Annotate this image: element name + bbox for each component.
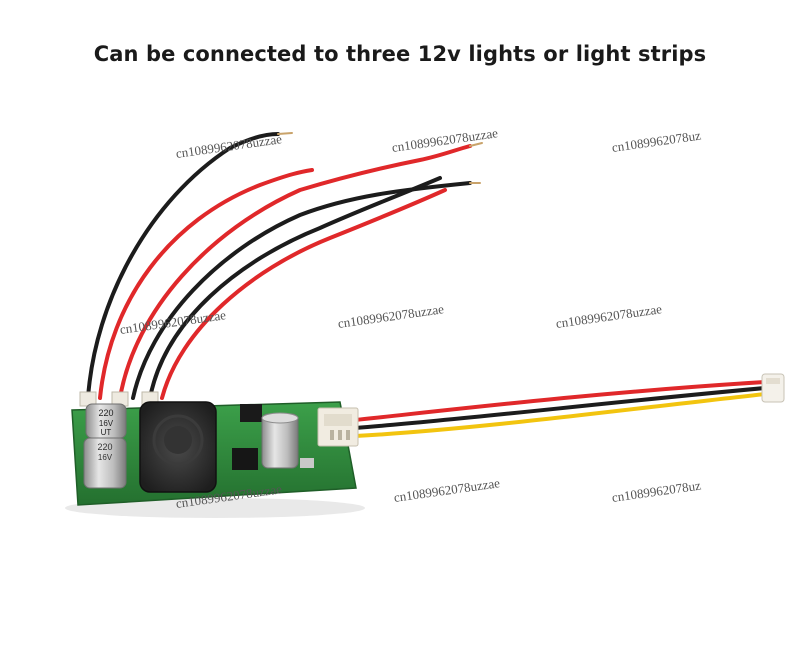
capacitor-voltage-text: 16V <box>99 419 114 428</box>
caption-text: Can be connected to three 12v lights or … <box>93 42 707 66</box>
input-cable <box>353 380 767 438</box>
inductor <box>139 401 217 493</box>
wire-red-3 <box>160 188 447 400</box>
capacitor-right <box>261 412 299 469</box>
wire-yellow-in <box>353 392 767 438</box>
wire-red-1 <box>98 168 314 400</box>
wire-black-1 <box>86 132 280 400</box>
svg-text:16V: 16V <box>98 453 113 462</box>
module-shadow <box>65 498 365 518</box>
capacitor-series-text: UT <box>101 428 112 437</box>
ic-chip <box>232 404 314 470</box>
wire-red-in <box>353 380 767 422</box>
capacitor-top: 220 16V UT <box>85 403 127 439</box>
capacitor-value-text: 220 <box>98 408 113 418</box>
wire-black-3 <box>148 176 442 400</box>
jst-connector <box>761 373 785 403</box>
board-header <box>317 407 359 447</box>
svg-text:220: 220 <box>97 442 112 452</box>
capacitor-bottom: 220 16V <box>83 437 127 489</box>
output-wires <box>86 132 483 400</box>
wire-red-2 <box>118 144 472 400</box>
wire-black-2 <box>131 181 472 400</box>
wire-black-in <box>353 386 767 430</box>
